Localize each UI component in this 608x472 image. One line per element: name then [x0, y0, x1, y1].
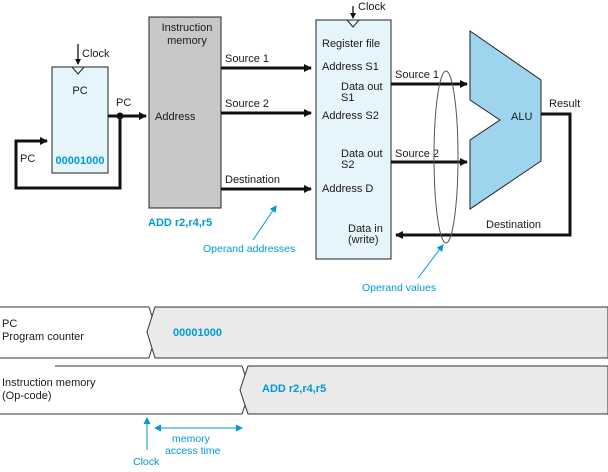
memory-access-line2: access time	[165, 445, 221, 457]
regfile-clock-label: Clock	[358, 1, 386, 13]
pc-feedback-label: PC	[20, 153, 35, 165]
operand-addresses-pointer	[252, 205, 277, 241]
pc-register-box	[51, 66, 109, 174]
imem-valid-region	[239, 365, 608, 415]
regfile-address-s2: Address S2	[322, 110, 379, 122]
operand-values-label: Operand values	[362, 282, 436, 294]
alu-label: ALU	[511, 111, 532, 123]
timing-imem-label-line1: Instruction memory	[2, 377, 96, 389]
source1-wire-label: Source 1	[225, 53, 269, 65]
pc-value: 00001000	[56, 155, 105, 167]
alu: ALU	[469, 30, 542, 210]
timing-clock-label: Clock	[133, 456, 160, 467]
regfile-data-out-s1-line2: S1	[341, 92, 354, 104]
destination-wire-label: Destination	[225, 174, 280, 186]
timing-pc-value: 00001000	[173, 327, 222, 339]
pc-clock-triangle	[71, 66, 85, 75]
regfile-data-out-s1-line1: Data out	[341, 81, 383, 93]
timing-imem-row: Instruction memory (Op-code) ADD r2,r4,r…	[0, 365, 608, 415]
regfile-data-out-s2-line2: S2	[341, 159, 354, 171]
timing-pc-row: PC Program counter 00001000	[0, 306, 608, 359]
imem-title-line1: Instruction	[162, 22, 213, 34]
source2-wire-label: Source 2	[225, 98, 269, 110]
alu-destination-label: Destination	[486, 219, 541, 231]
instruction-memory: Instruction memory Address ADD r2,r4,r5	[148, 16, 222, 229]
regfile-address-s1: Address S1	[322, 61, 379, 73]
operand-values-pointer	[417, 244, 444, 279]
timing-imem-label-line2: (Op-code)	[2, 390, 52, 402]
timing-pc-label-line1: PC	[2, 318, 17, 330]
pc-valid-region	[146, 306, 608, 359]
regfile-data-in-line1: Data in	[348, 223, 383, 235]
pc-box-label: PC	[72, 85, 87, 97]
alu-source1-label: Source 1	[395, 69, 439, 81]
register-file: Clock Register file Address S1 Data out …	[315, 1, 392, 260]
register-file-box	[315, 19, 392, 260]
pc-output-label: PC	[116, 97, 131, 109]
imem-address-label: Address	[155, 111, 196, 123]
imem-opcode: ADD r2,r4,r5	[148, 217, 212, 229]
timing-imem-value: ADD r2,r4,r5	[262, 383, 326, 395]
result-label: Result	[549, 98, 580, 110]
regfile-data-in-line2: (write)	[348, 234, 379, 246]
pc-feedback-wire	[14, 116, 122, 190]
pc-block: Clock PC 00001000	[51, 44, 110, 174]
pc-clock-label: Clock	[82, 48, 110, 60]
memory-access-line1: memory	[172, 433, 211, 445]
regfile-clock-triangle	[346, 19, 360, 28]
result-writeback-wire	[395, 112, 572, 239]
imem-title-line2: memory	[167, 35, 207, 47]
regfile-address-d: Address D	[322, 183, 373, 195]
alu-source2-label: Source 2	[395, 148, 439, 160]
alu-shape	[469, 30, 542, 210]
regfile-title: Register file	[322, 38, 380, 50]
timing-pc-label-line2: Program counter	[2, 331, 84, 343]
operand-addresses-label: Operand addresses	[203, 243, 295, 255]
regfile-data-out-s2-line1: Data out	[341, 148, 383, 160]
operand-values-ellipse	[433, 70, 459, 244]
